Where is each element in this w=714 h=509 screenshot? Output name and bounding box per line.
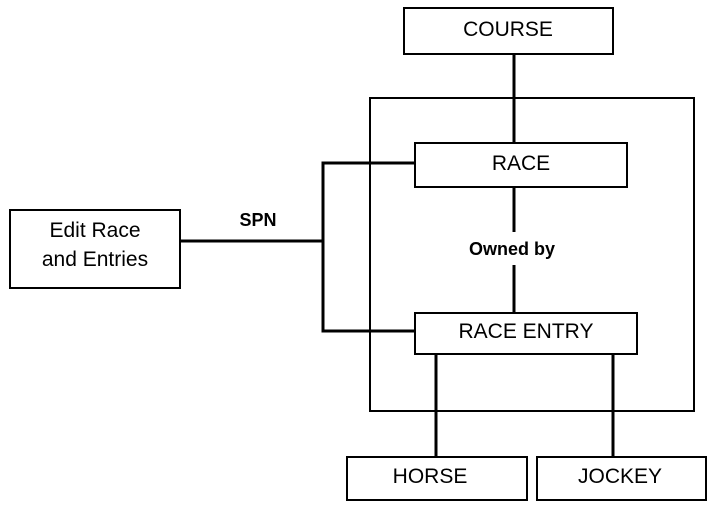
race-entry-node[interactable]: RACE ENTRY [414,312,638,355]
jockey-node[interactable]: JOCKEY [536,456,707,501]
course-label: COURSE [463,18,553,41]
race-entry-label: RACE ENTRY [459,320,594,343]
race-node[interactable]: RACE [414,142,628,188]
edit-race-node[interactable]: Edit Race and Entries [9,209,181,289]
spn-bracket [321,161,415,333]
jockey-label: JOCKEY [578,465,662,488]
horse-label: HORSE [393,465,468,488]
race-label: RACE [492,152,550,175]
owned-by-label: Owned by [469,239,555,259]
edit-race-label-line1: Edit Race [49,219,140,242]
edit-race-label-line2: and Entries [42,248,148,271]
horse-node[interactable]: HORSE [346,456,528,501]
course-node[interactable]: COURSE [403,7,614,55]
spn-label: SPN [239,210,276,230]
